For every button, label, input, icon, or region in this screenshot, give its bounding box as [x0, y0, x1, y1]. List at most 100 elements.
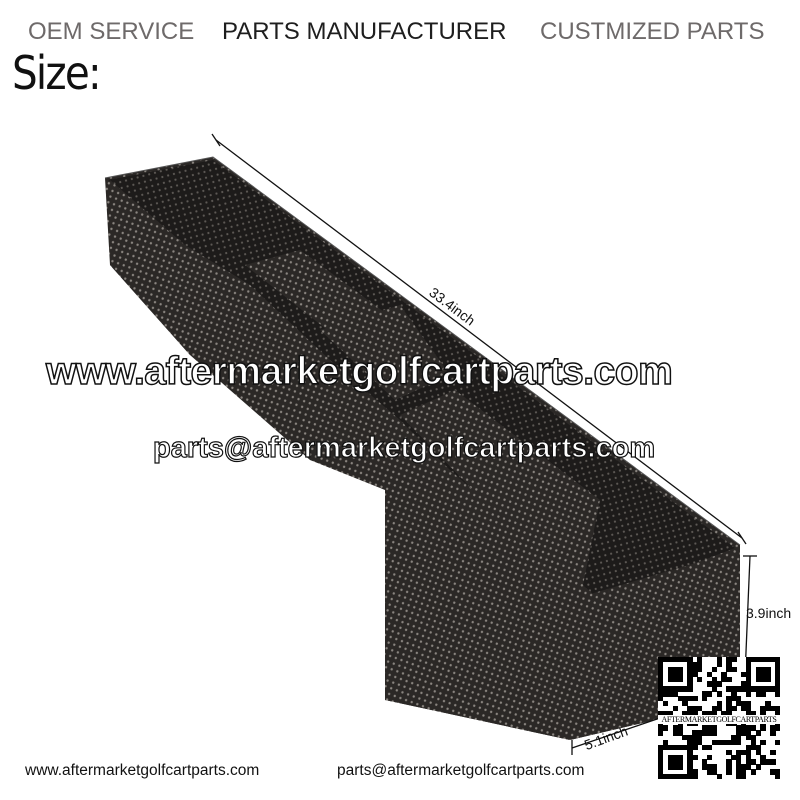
basket-divider — [245, 250, 395, 340]
qr-module — [658, 661, 664, 668]
qr-module — [765, 671, 771, 677]
qr-module — [740, 671, 747, 677]
qr-module — [692, 696, 698, 702]
qr-module — [765, 686, 771, 692]
qr-module — [750, 725, 757, 731]
qr-module — [697, 676, 703, 682]
qr-module — [662, 774, 669, 780]
qr-module — [750, 744, 757, 751]
qr-module — [692, 744, 698, 751]
qr-module — [750, 759, 757, 765]
qr-module — [677, 676, 683, 682]
qr-module — [745, 666, 752, 673]
qr-module — [770, 686, 776, 692]
qr-module — [716, 739, 722, 746]
qr-module — [736, 754, 742, 760]
qr-module — [750, 657, 757, 663]
qr-module — [731, 686, 737, 692]
qr-module — [711, 769, 718, 775]
qr-module — [726, 759, 732, 765]
qr-module — [740, 725, 747, 731]
qr-module — [677, 696, 683, 702]
qr-module — [760, 754, 766, 760]
qr-module — [692, 710, 698, 717]
qr-module — [677, 666, 683, 673]
qr-module — [658, 744, 664, 751]
qr-module — [740, 764, 747, 770]
qr-module — [687, 739, 693, 746]
qr-module — [770, 705, 776, 712]
qr-module — [726, 700, 732, 707]
qr-module — [716, 705, 722, 712]
qr-module — [760, 676, 766, 682]
qr-module — [672, 759, 678, 765]
qr-module — [726, 764, 732, 770]
qr-module — [672, 671, 678, 677]
qr-module — [711, 676, 718, 682]
qr-module — [662, 739, 669, 746]
qr-module — [775, 676, 781, 682]
qr-module — [760, 691, 766, 697]
qr-module — [750, 710, 757, 717]
qr-module — [682, 700, 688, 707]
qr-module — [672, 730, 678, 736]
qr-module — [726, 661, 732, 668]
watermark-website: www.aftermarketgolfcartparts.com — [45, 349, 673, 394]
qr-module — [736, 759, 742, 765]
qr-module — [736, 769, 742, 775]
qr-module — [716, 691, 722, 697]
qr-module — [760, 671, 766, 677]
dimension-line-length — [211, 133, 747, 545]
qr-module — [745, 754, 752, 760]
qr-module — [687, 744, 693, 751]
qr-module — [745, 744, 752, 751]
qr-module — [775, 774, 781, 780]
qr-module — [672, 754, 678, 760]
qr-module — [672, 666, 678, 673]
qr-module — [775, 705, 781, 712]
qr-module — [706, 691, 713, 697]
qr-module — [667, 686, 674, 692]
qr-module — [750, 739, 757, 746]
qr-module — [755, 749, 761, 756]
qr-module — [711, 681, 718, 687]
qr-module — [755, 691, 761, 697]
qr-module — [701, 764, 708, 770]
qr-module — [726, 657, 732, 663]
qr-module — [662, 710, 669, 717]
footer-website: www.aftermarketgolfcartparts.com — [25, 762, 260, 779]
qr-module — [760, 725, 766, 731]
qr-module — [662, 725, 669, 731]
qr-module — [687, 705, 693, 712]
qr-module — [736, 739, 742, 746]
qr-module — [687, 735, 693, 741]
qr-module — [706, 754, 713, 760]
qr-module — [687, 666, 693, 673]
qr-module — [667, 691, 674, 697]
qr-module — [706, 769, 713, 775]
qr-module — [677, 764, 683, 770]
qr-module — [745, 657, 752, 663]
qr-module — [692, 705, 698, 712]
basket-divider — [400, 390, 600, 600]
qr-module — [745, 749, 752, 756]
qr-module — [726, 696, 732, 702]
qr-module — [750, 769, 757, 775]
qr-module — [736, 700, 742, 707]
qr-module — [672, 657, 678, 663]
qr-module — [677, 759, 683, 765]
qr-module — [692, 735, 698, 741]
basket-body — [105, 157, 740, 740]
qr-module — [711, 764, 718, 770]
qr-module — [740, 700, 747, 707]
qr-module — [711, 686, 718, 692]
qr-module — [682, 744, 688, 751]
qr-module — [770, 759, 776, 765]
qr-module — [716, 774, 722, 780]
qr-module — [755, 671, 761, 677]
qr-module — [687, 759, 693, 765]
qr-module — [667, 754, 674, 760]
qr-module — [697, 657, 703, 663]
qr-module — [687, 749, 693, 756]
qr-module — [731, 754, 737, 760]
